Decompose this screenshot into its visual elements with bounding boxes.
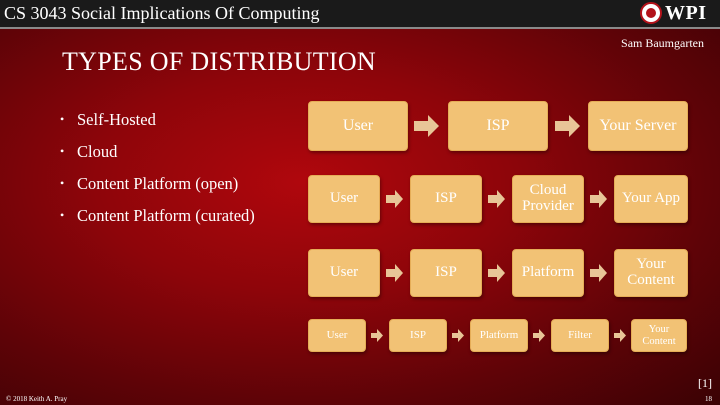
arrow-right-icon (614, 329, 627, 342)
bullet-dot-icon: • (60, 144, 65, 158)
wpi-logo: WPI (640, 1, 716, 25)
page-number: 18 (705, 395, 712, 403)
wpi-logo-text: WPI (665, 1, 707, 24)
diagram-box-your-content: Your Content (614, 249, 688, 297)
course-title: CS 3043 Social Implications Of Computing (4, 3, 320, 23)
bullet-item: •Cloud (60, 142, 118, 161)
copyright-text: © 2018 Keith A. Pray (6, 395, 68, 403)
arrow-right-icon (386, 264, 404, 282)
diagram-box-your-app: Your App (614, 175, 688, 223)
diagram-box-user: User (308, 249, 380, 297)
wpi-seal-icon (640, 2, 662, 24)
arrow-right-icon (488, 264, 506, 282)
arrow-right-icon (590, 264, 608, 282)
arrow-right-icon (452, 329, 465, 342)
diagram-box-user: User (308, 101, 408, 151)
arrow-right-icon (590, 190, 608, 208)
diagram-box-isp: ISP (448, 101, 548, 151)
bullet-dot-icon: • (60, 208, 65, 222)
diagram-box-isp: ISP (410, 249, 482, 297)
author-name: Sam Baumgarten (621, 36, 704, 50)
diagram-box-your-content: Your Content (631, 319, 687, 352)
arrow-right-icon (386, 190, 404, 208)
arrow-right-icon (488, 190, 506, 208)
diagram-box-platform: Platform (512, 249, 584, 297)
arrow-right-icon (555, 114, 581, 138)
slide-header-bar: CS 3043 Social Implications Of Computing… (0, 0, 720, 29)
citation-reference: [1] (698, 376, 712, 390)
arrow-right-icon (414, 114, 440, 138)
slide-title: TYPES OF DISTRIBUTION (62, 47, 376, 76)
bullet-item: •Content Platform (open) (60, 174, 239, 193)
bullet-item: •Content Platform (curated) (60, 206, 255, 225)
bullet-list: •Self-Hosted •Cloud •Content Platform (o… (60, 108, 255, 236)
diagram-box-isp: ISP (389, 319, 447, 352)
diagram-box-cloud-provider: Cloud Provider (512, 175, 584, 223)
bullet-dot-icon: • (60, 176, 65, 190)
diagram-box-your-server: Your Server (588, 101, 688, 151)
diagram-box-filter: Filter (551, 319, 609, 352)
diagram-box-isp: ISP (410, 175, 482, 223)
diagram-box-user: User (308, 175, 380, 223)
diagram-box-platform: Platform (470, 319, 528, 352)
bullet-dot-icon: • (60, 112, 65, 126)
arrow-right-icon (371, 329, 384, 342)
bullet-item: •Self-Hosted (60, 110, 156, 129)
arrow-right-icon (533, 329, 546, 342)
diagram-box-user: User (308, 319, 366, 352)
